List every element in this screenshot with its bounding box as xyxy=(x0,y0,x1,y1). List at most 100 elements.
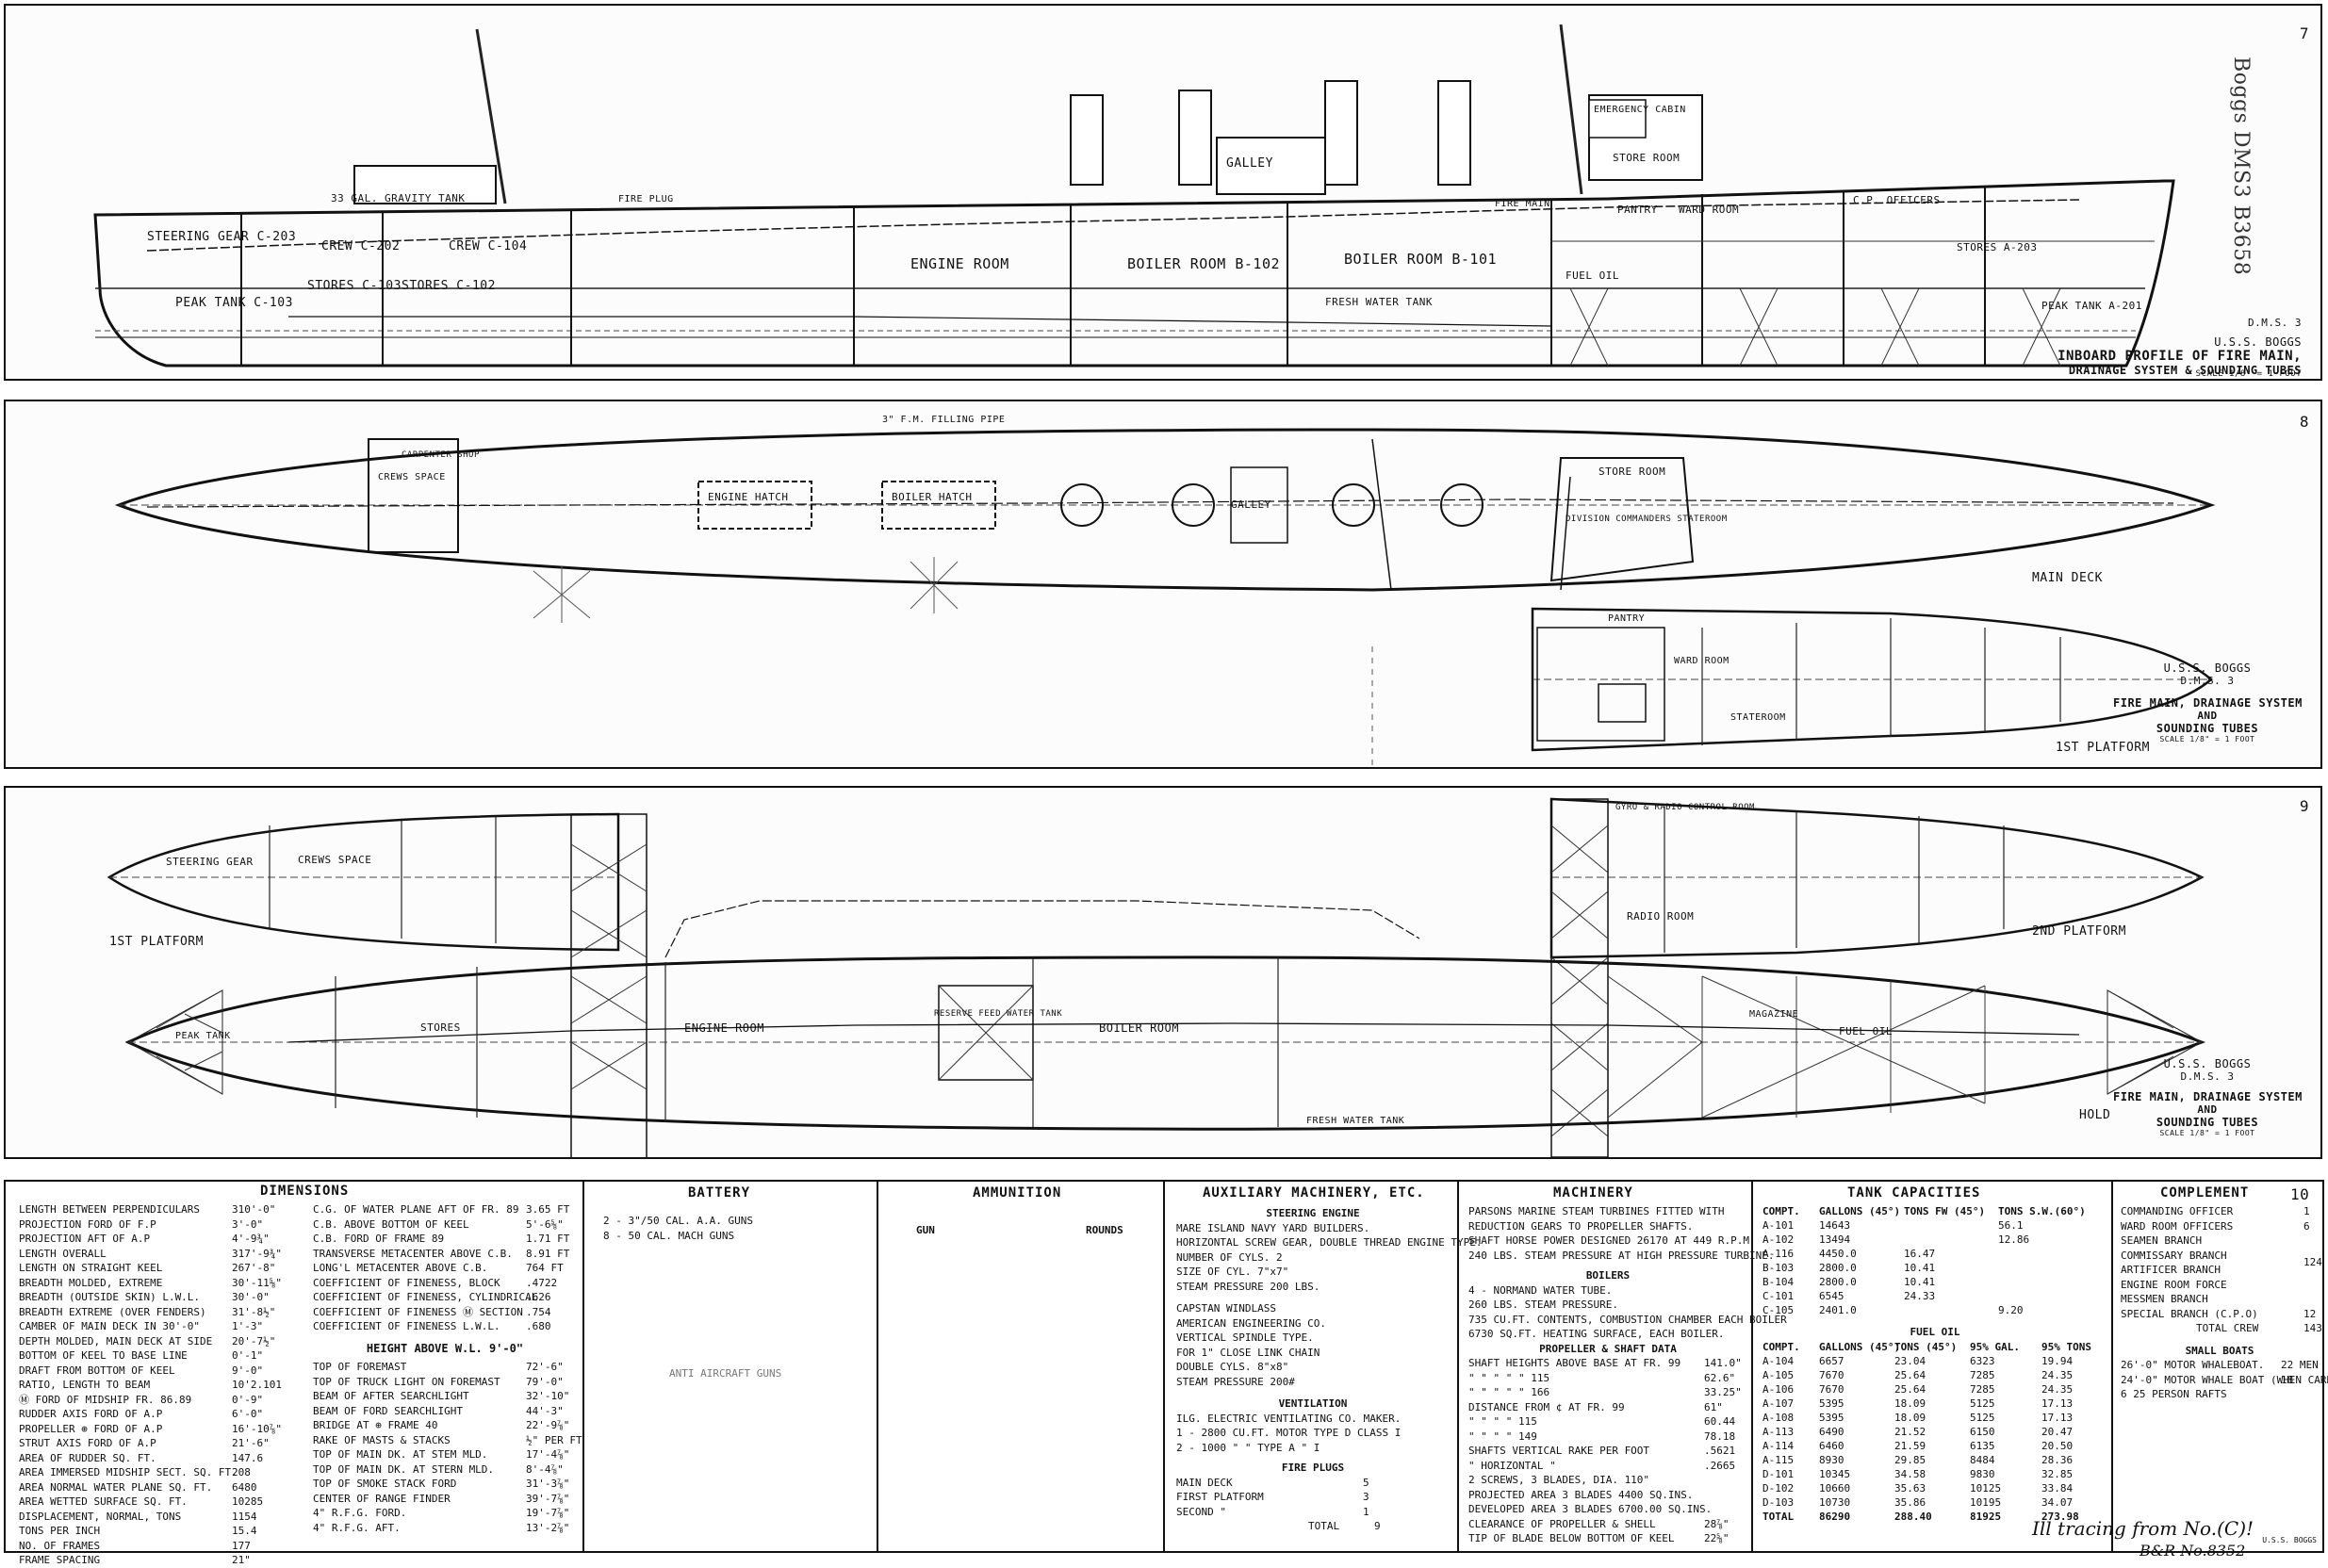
commanders-stateroom-label: DIVISION COMMANDERS STATEROOM xyxy=(1566,514,1728,524)
fuel-row-cell: A-114 xyxy=(1762,1439,1795,1452)
dimension-row-value: 16'-10⅞" xyxy=(232,1422,282,1435)
propeller-row-value: 28⅞" xyxy=(1704,1517,1730,1530)
height-row-label: TOP OF FOREMAST xyxy=(313,1361,407,1373)
dimension-row-value: 6480 xyxy=(232,1480,257,1494)
panel-title-3: SOUNDING TUBES xyxy=(2156,1116,2259,1129)
scale-label: SCALE 1/8" = 1 FOOT xyxy=(2159,735,2255,743)
vent-header: VENTILATION xyxy=(1278,1397,1348,1410)
filling-pipe-label: 3" F.M. FILLING PIPE xyxy=(882,415,1006,425)
tank-col-header-cell: COMPT. xyxy=(1762,1205,1800,1217)
dimension-row-value: .4722 xyxy=(526,1276,558,1289)
fuel-header: FUEL OIL xyxy=(1910,1326,1960,1338)
gyro-room-label: GYRO & RADIO CONTROL ROOM xyxy=(1615,803,1755,812)
fuel-total-row-cell: 81925 xyxy=(1970,1510,2002,1523)
fuel-row-cell: 6460 xyxy=(1819,1439,1844,1452)
fuel-col-header-cell: 95% GAL. xyxy=(1970,1340,2020,1353)
tank-row-cell: C-101 xyxy=(1762,1290,1795,1302)
height-row-value: 22'-9⅞" xyxy=(526,1419,570,1431)
galley-label: GALLEY xyxy=(1231,498,1271,511)
main-deck-title-block: U.S.S. BOGGS D.M.S. 3 FIRE MAIN, DRAINAG… xyxy=(2113,662,2302,743)
fuel-row-cell: 20.47 xyxy=(2041,1425,2074,1438)
emergency-cabin-label: EMERGENCY CABIN xyxy=(1594,105,1686,115)
height-row-label: BEAM OF FORD SEARCHLIGHT xyxy=(313,1404,463,1417)
propeller-row-label: 2 SCREWS, 3 BLADES, DIA. 110" xyxy=(1468,1474,1650,1486)
fuel-col-header-cell: COMPT. xyxy=(1762,1340,1800,1353)
complement-row-value: 6 xyxy=(2303,1219,2310,1233)
fuel-total-row-cell: 288.40 xyxy=(1894,1510,1932,1523)
dimension-row-value: 267'-8" xyxy=(232,1262,276,1274)
propeller-row-label: TIP OF BLADE BELOW BOTTOM OF KEEL xyxy=(1468,1532,1675,1544)
panel-title: INBOARD PROFILE OF FIRE MAIN, xyxy=(2057,349,2302,364)
tank-row-cell: A-101 xyxy=(1762,1219,1795,1232)
dimension-row-value: 0'-1" xyxy=(232,1349,264,1362)
fuel-row-cell: 7670 xyxy=(1819,1382,1844,1396)
dimension-row-value: 31'-8½" xyxy=(232,1305,276,1318)
tank-row-cell: B-103 xyxy=(1762,1262,1795,1274)
dimension-row-value: 10'2.101 xyxy=(232,1379,282,1391)
complement-row: ENGINE ROOM FORCE xyxy=(2121,1278,2319,1293)
store-room-label: STORE ROOM xyxy=(1598,466,1666,478)
tank-row-cell: C-105 xyxy=(1762,1304,1795,1316)
boat-row: 24'-0" MOTOR WHALE BOAT (WHEN CARRIED)18 xyxy=(2121,1373,2328,1388)
boat-row-label: 6 25 PERSON RAFTS xyxy=(2121,1388,2227,1400)
aa-guns-header: ANTI AIRCRAFT GUNS xyxy=(669,1367,782,1380)
fuel-row-cell: 34.07 xyxy=(2041,1495,2074,1509)
plugs-total-value: 9 xyxy=(1374,1520,1381,1532)
profile-panel: 7 xyxy=(4,4,2322,381)
fuel-row-cell: 35.86 xyxy=(1894,1495,1926,1509)
steering-gear-label: STEERING GEAR xyxy=(166,856,254,868)
dimension-row-value: 10285 xyxy=(232,1495,264,1508)
dimension-row-value: 5'-6⅝" xyxy=(526,1217,564,1231)
tank-col-header-cell: TONS FW (45°) xyxy=(1904,1205,1986,1217)
height-row-value: 19'-7⅞" xyxy=(526,1507,570,1519)
dimension-row: LONG'L METACENTER ABOVE C.B.764 FT xyxy=(313,1261,577,1276)
height-row-value: 72'-6" xyxy=(526,1361,564,1373)
dimension-row-value: .626 xyxy=(526,1291,551,1303)
platforms-title-block: U.S.S. BOGGS D.M.S. 3 FIRE MAIN, DRAINAG… xyxy=(2113,1057,2302,1137)
panel-title: FIRE MAIN, DRAINAGE SYSTEM xyxy=(2113,696,2303,710)
dimension-row-value: 177 xyxy=(232,1539,251,1552)
fuel-row-cell: D-101 xyxy=(1762,1467,1795,1480)
fire-main-label: FIRE MAIN xyxy=(1495,199,1550,209)
height-row-value: 31'-3⅞" xyxy=(526,1478,570,1490)
complement-row: ARTIFICER BRANCH xyxy=(2121,1263,2319,1278)
dimension-row-label: LENGTH OVERALL xyxy=(19,1247,107,1260)
ammo-rounds-col: ROUNDS xyxy=(1086,1224,1123,1236)
fuel-row-cell: D-102 xyxy=(1762,1481,1795,1494)
pantry-label: PANTRY xyxy=(1608,613,1646,624)
dimension-row-label: AREA IMMERSED MIDSHIP SECT. SQ. FT. xyxy=(19,1466,238,1478)
propeller-row-label: " " " " 115 xyxy=(1468,1415,1537,1428)
machinery-row: REDUCTION GEARS TO PROPELLER SHAFTS. xyxy=(1468,1219,1694,1233)
battery-rows: 2 - 3"/50 CAL. A.A. GUNS 8 - 50 CAL. MAC… xyxy=(603,1214,753,1243)
machinery-table: MACHINERY PARSONS MARINE STEAM TURBINES … xyxy=(1457,1180,1787,1553)
dimension-row-value: 147.6 xyxy=(232,1451,264,1464)
dimension-row-label: C.B. FORD OF FRAME 89 xyxy=(313,1233,445,1245)
propeller-row-label: SHAFT HEIGHTS ABOVE BASE AT FR. 99 xyxy=(1468,1357,1681,1369)
height-row-value: 44'-3" xyxy=(526,1404,564,1417)
main-deck-drawing xyxy=(114,428,2216,767)
galley-label: GALLEY xyxy=(1226,156,1273,171)
fuel-row-cell: 29.85 xyxy=(1894,1453,1926,1466)
height-row-label: BEAM OF AFTER SEARCHLIGHT xyxy=(313,1390,469,1402)
reserve-feed-label: RESERVE FEED WATER TANK xyxy=(934,1009,1063,1019)
dimension-row-value: 208 xyxy=(232,1466,251,1478)
dimension-row-label: DISPLACEMENT, NORMAL, TONS xyxy=(19,1510,182,1523)
dimension-row-value: 317'-9¾" xyxy=(232,1247,282,1260)
tank-row-cell: 10.41 xyxy=(1904,1276,1936,1288)
fuel-row-cell: 20.50 xyxy=(2041,1439,2074,1452)
